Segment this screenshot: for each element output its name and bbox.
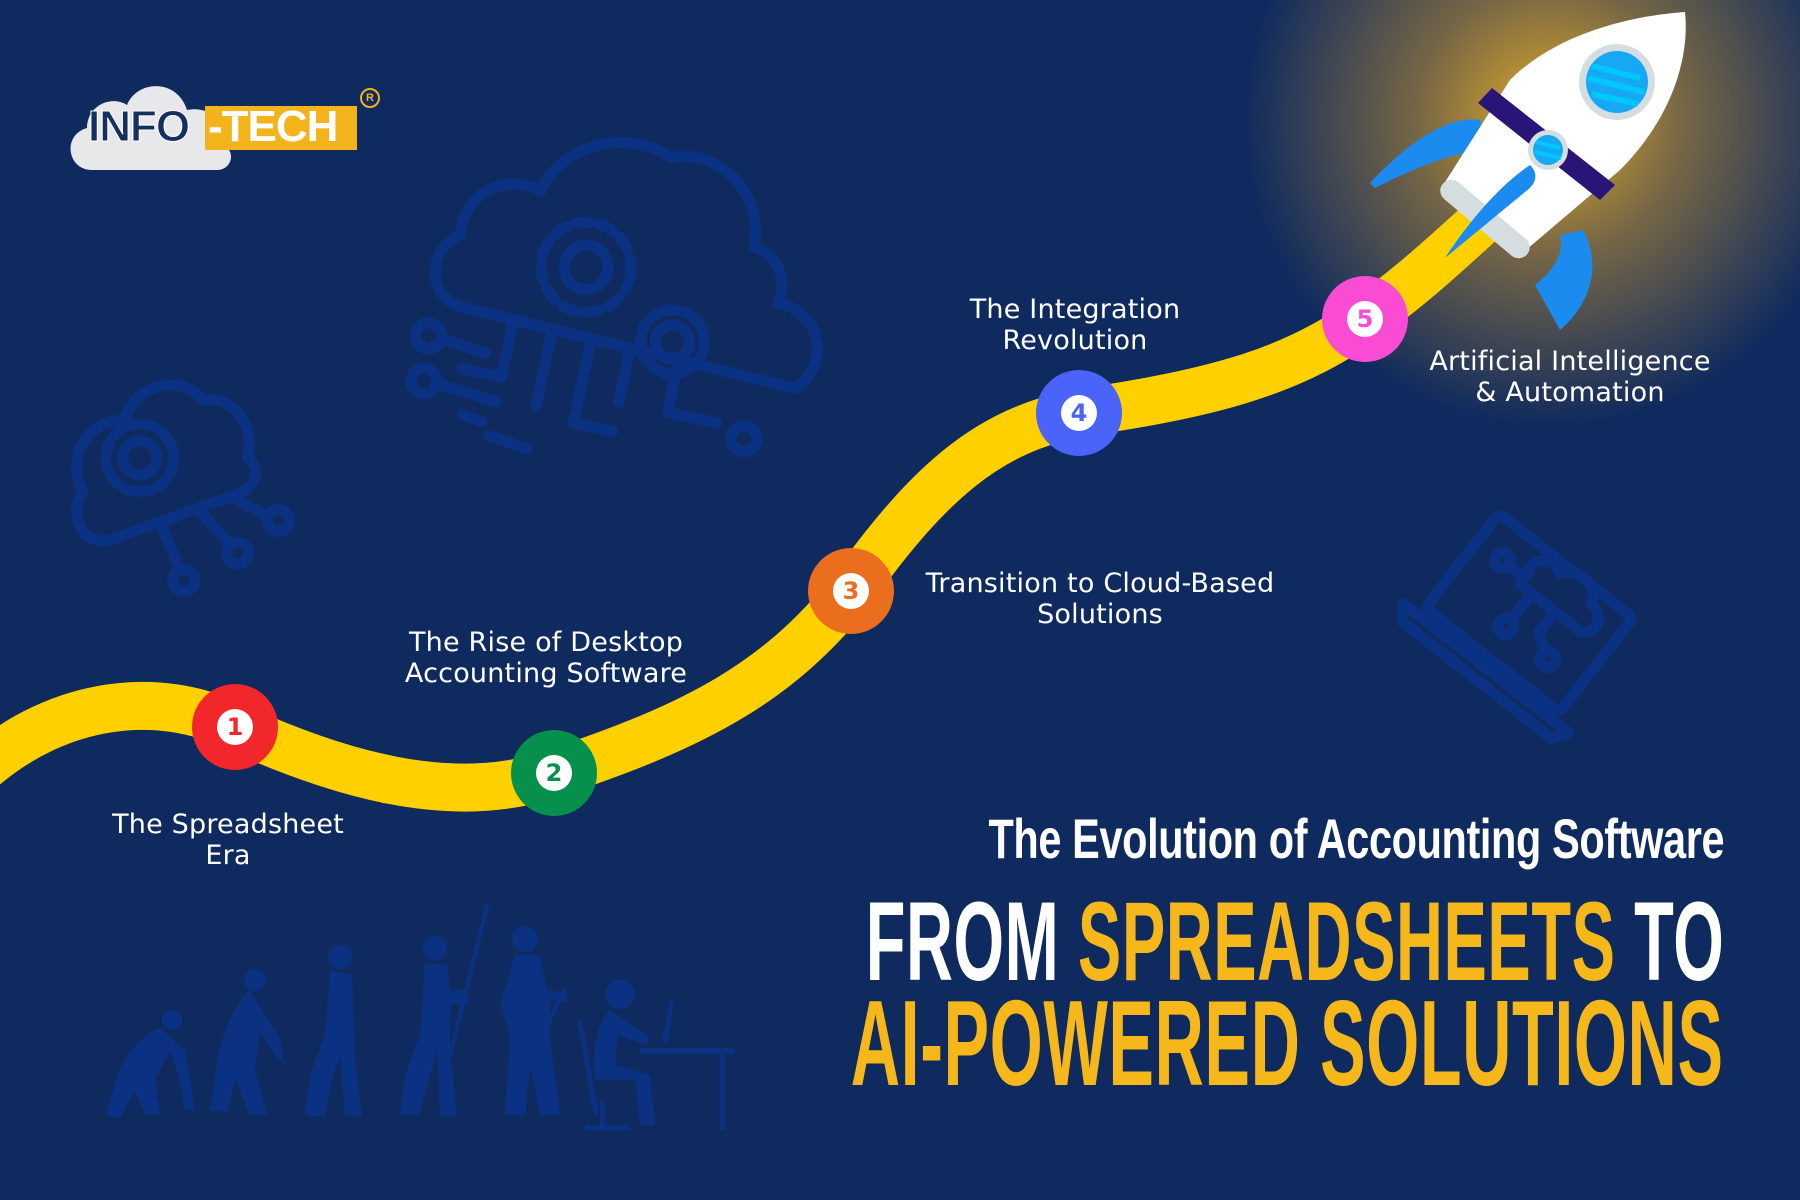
logo-tech-box	[205, 106, 357, 150]
step-5-number: 5	[1347, 301, 1383, 337]
step-2-label: The Rise of Desktop Accounting Software	[405, 627, 687, 689]
step-4-number: 4	[1061, 395, 1097, 431]
step-5-label-line2: & Automation	[1475, 377, 1665, 408]
step-3-label-line1: Transition to Cloud-Based	[925, 568, 1275, 599]
step-4-label: The Integration Revolution	[970, 294, 1181, 356]
step-3-label-line2: Solutions	[1037, 599, 1163, 630]
step-2-marker: 2	[511, 730, 597, 816]
cloud-gear-circuit-icon	[71, 379, 295, 597]
step-1-label-line1: The Spreadsheet	[112, 809, 344, 840]
headline-line2: FROM SPREADSHEETS TO	[865, 886, 1724, 998]
headline-spreadsheets: SPREADSHEETS	[1077, 879, 1616, 1004]
headline-to: TO	[1615, 879, 1724, 1004]
registered-mark-icon: R	[360, 88, 380, 108]
headline-line3: AI-POWERED SOLUTIONS	[851, 975, 1724, 1111]
step-4-label-line2: Revolution	[1002, 325, 1148, 356]
headline-subtitle: The Evolution of Accounting Software	[988, 807, 1724, 870]
step-1-label: The Spreadsheet Era	[112, 809, 344, 871]
logo-text-tech: -TECH	[208, 102, 338, 151]
step-3-marker: 3	[808, 548, 894, 634]
step-2-label-line2: Accounting Software	[404, 658, 688, 689]
cloud-gears-circuit-icon	[405, 136, 823, 458]
step-5-marker: 5	[1322, 276, 1408, 362]
logo-text-info: INFO	[87, 102, 190, 152]
step-1-label-line2: Era	[205, 840, 251, 871]
human-evolution-silhouettes	[105, 902, 735, 1130]
headline-from: FROM	[865, 879, 1078, 1004]
step-4-label-line1: The Integration	[969, 294, 1181, 325]
step-2-number: 2	[536, 755, 572, 791]
laptop-cloud-circuit-icon	[1396, 510, 1637, 744]
info-tech-logo: INFO -TECH R	[62, 70, 392, 180]
step-1-number: 1	[217, 709, 253, 745]
step-3-label: Transition to Cloud-Based Solutions	[926, 568, 1275, 630]
step-4-marker: 4	[1036, 370, 1122, 456]
step-1-marker: 1	[192, 684, 278, 770]
step-3-number: 3	[833, 573, 869, 609]
cloud-logo-icon	[70, 86, 232, 170]
step-2-label-line1: The Rise of Desktop	[408, 627, 684, 658]
step-5-label: Artificial Intelligence & Automation	[1429, 346, 1710, 408]
step-5-label-line1: Artificial Intelligence	[1429, 346, 1711, 377]
